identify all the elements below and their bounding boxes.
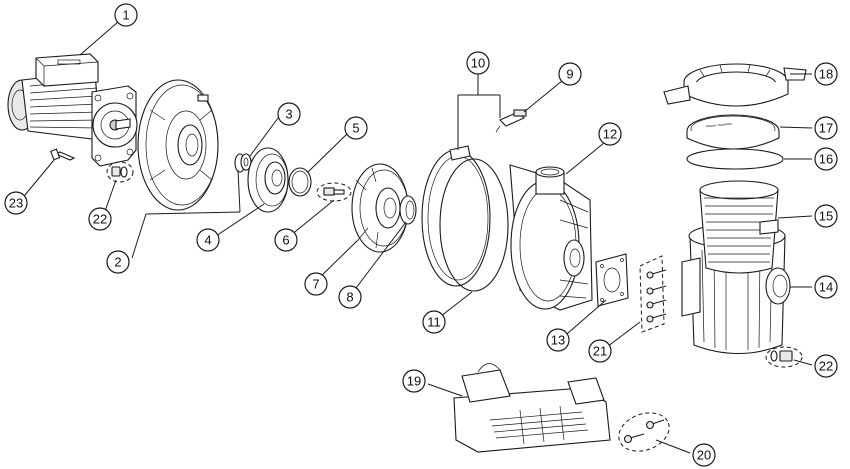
callout-21: 21: [588, 339, 612, 363]
wear-ring: [399, 195, 417, 225]
svg-text:2: 2: [114, 255, 121, 270]
svg-text:22: 22: [819, 359, 833, 374]
svg-text:13: 13: [551, 333, 565, 348]
callout-3: 3: [277, 102, 301, 126]
svg-text:15: 15: [819, 209, 833, 224]
svg-text:14: 14: [819, 280, 833, 295]
pump-base: [453, 363, 611, 453]
callout-14: 14: [814, 275, 838, 299]
svg-text:12: 12: [603, 127, 617, 142]
svg-text:22: 22: [93, 212, 107, 227]
callout-13: 13: [546, 328, 570, 352]
o-ring-large: [439, 158, 509, 292]
diffuser: [247, 147, 289, 213]
callout-18: 18: [814, 62, 838, 86]
svg-text:9: 9: [566, 67, 573, 82]
svg-text:6: 6: [282, 233, 289, 248]
callout-15: 15: [814, 204, 838, 228]
svg-text:7: 7: [312, 277, 319, 292]
callout-1: 1: [114, 3, 138, 27]
o-ring-small: [288, 167, 312, 197]
svg-text:3: 3: [285, 107, 292, 122]
svg-text:1: 1: [122, 8, 129, 23]
svg-text:10: 10: [471, 56, 485, 71]
volute-housing: [509, 164, 593, 311]
callout-19: 19: [402, 369, 426, 393]
svg-text:16: 16: [819, 152, 833, 167]
svg-text:4: 4: [204, 233, 211, 248]
callout-8: 8: [338, 285, 362, 309]
motor: [7, 53, 138, 167]
callout-17: 17: [814, 116, 838, 140]
lid-o-ring: [686, 148, 784, 170]
svg-text:═══ ════: ═══ ════: [705, 121, 733, 130]
svg-text:23: 23: [9, 196, 23, 211]
drain-plug-right: [765, 346, 803, 368]
callout-5: 5: [344, 116, 368, 140]
base-screws: [618, 412, 670, 452]
lock-ring: [663, 63, 807, 107]
svg-text:17: 17: [819, 121, 833, 136]
callout-12: 12: [598, 122, 622, 146]
callout-16: 16: [814, 147, 838, 171]
drain-plug-left: [106, 161, 134, 183]
clamp-knob: [495, 109, 527, 133]
svg-text:20: 20: [697, 448, 711, 463]
callout-10: 10: [466, 51, 490, 75]
leader-lines: [19, 14, 813, 454]
seal-plate: [137, 79, 219, 211]
gasket: [595, 253, 629, 307]
callout-7: 7: [304, 272, 328, 296]
pot-lid: ═══ ════: [686, 114, 780, 150]
callout-6: 6: [274, 228, 298, 252]
callout-9: 9: [558, 62, 582, 86]
callout-2: 2: [106, 250, 130, 274]
callout-4: 4: [196, 228, 220, 252]
svg-text:21: 21: [593, 344, 607, 359]
motor-bolt: [50, 148, 76, 161]
svg-text:11: 11: [427, 315, 441, 330]
svg-text:19: 19: [407, 374, 421, 389]
mechanical-seal: [234, 153, 252, 173]
callout-22-right: 22: [814, 354, 838, 378]
svg-text:5: 5: [352, 121, 359, 136]
svg-text:18: 18: [819, 67, 833, 82]
impeller: [351, 163, 409, 253]
strainer-basket: [699, 180, 779, 274]
callout-11: 11: [422, 310, 446, 334]
svg-text:8: 8: [346, 290, 353, 305]
callout-22-left: 22: [88, 207, 112, 231]
clamp-band: [421, 145, 491, 287]
callout-20: 20: [692, 443, 716, 467]
callout-23: 23: [4, 191, 28, 215]
housing-bolts: [639, 255, 667, 333]
impeller-screw: [316, 182, 352, 202]
